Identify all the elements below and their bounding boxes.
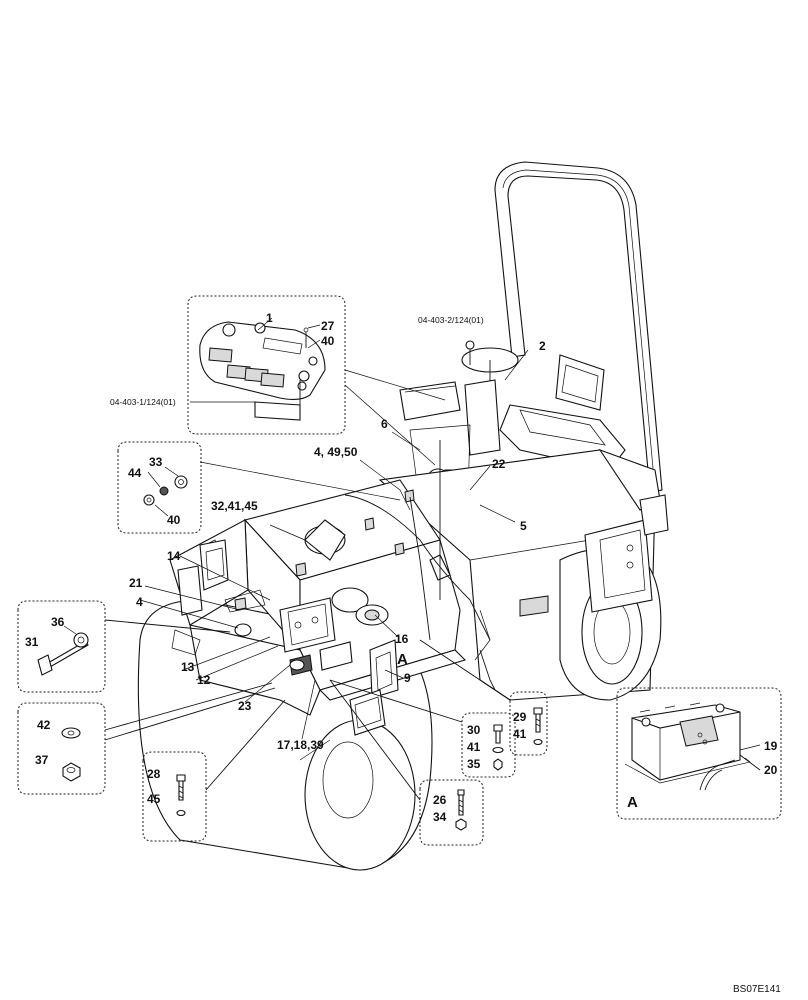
callout-26: 26	[433, 793, 447, 807]
detail-bolt-26	[329, 679, 484, 846]
callout-31: 31	[25, 635, 39, 649]
detail-battery-a	[616, 687, 782, 820]
detail-bolt-31	[17, 600, 231, 693]
callout-12: 12	[197, 673, 211, 687]
callout-20: 20	[764, 763, 778, 777]
callout-40-washer: 40	[167, 513, 181, 527]
callout-9: 9	[404, 671, 411, 685]
callout-41-bolt30: 41	[467, 740, 481, 754]
callout-41-bolt29: 41	[513, 727, 527, 741]
detail-bolt-28	[142, 699, 286, 842]
callout-44: 44	[128, 466, 142, 480]
callout-27: 27	[321, 319, 335, 333]
callout-16: 16	[395, 632, 409, 646]
callout-22: 22	[492, 457, 506, 471]
callout-30: 30	[467, 723, 481, 737]
callout-28: 28	[147, 767, 161, 781]
callout-14: 14	[167, 549, 181, 563]
detail-marker-main: A	[397, 651, 408, 668]
callout-13: 13	[181, 660, 195, 674]
callout-34: 34	[433, 810, 447, 824]
rollover-bar	[494, 161, 663, 493]
detail-panel-instruments	[187, 295, 346, 435]
callout-45: 45	[147, 792, 161, 806]
detail-marker-battery: A	[627, 794, 638, 811]
callout-35: 35	[467, 757, 481, 771]
callout-17-18-39: 17,18,39	[277, 738, 324, 752]
callout-29: 29	[513, 710, 527, 724]
detail-washer-nut-33	[117, 441, 202, 534]
callout-6: 6	[381, 417, 388, 431]
interior-components	[234, 440, 496, 736]
detail-washer-42	[17, 682, 276, 795]
detail-bolt-30	[329, 679, 516, 778]
callout-4-49-50: 4, 49,50	[314, 445, 358, 459]
callout-32-41-45: 32,41,45	[211, 499, 258, 513]
callout-23: 23	[238, 699, 252, 713]
callout-4: 4	[136, 595, 143, 609]
detail-bolt-29	[419, 639, 548, 756]
reference-panel: 04-403-1/124(01)	[110, 397, 176, 407]
callout-40-panel: 40	[321, 334, 335, 348]
drawing-code: BS07E141	[733, 984, 781, 995]
callout-21: 21	[129, 576, 143, 590]
callout-33: 33	[149, 455, 163, 469]
callout-36: 36	[51, 615, 65, 629]
callout-37: 37	[35, 753, 49, 767]
callout-42: 42	[37, 718, 51, 732]
rear-drum	[559, 494, 669, 701]
callout-1: 1	[266, 311, 273, 325]
callout-labels: 1 27 40 04-403-1/124(01) 04-403-2/124(01…	[25, 311, 781, 995]
callout-2: 2	[539, 339, 546, 353]
reference-seat: 04-403-2/124(01)	[418, 315, 484, 325]
callout-5: 5	[520, 519, 527, 533]
callout-19: 19	[764, 739, 778, 753]
leader-lines	[139, 349, 529, 740]
